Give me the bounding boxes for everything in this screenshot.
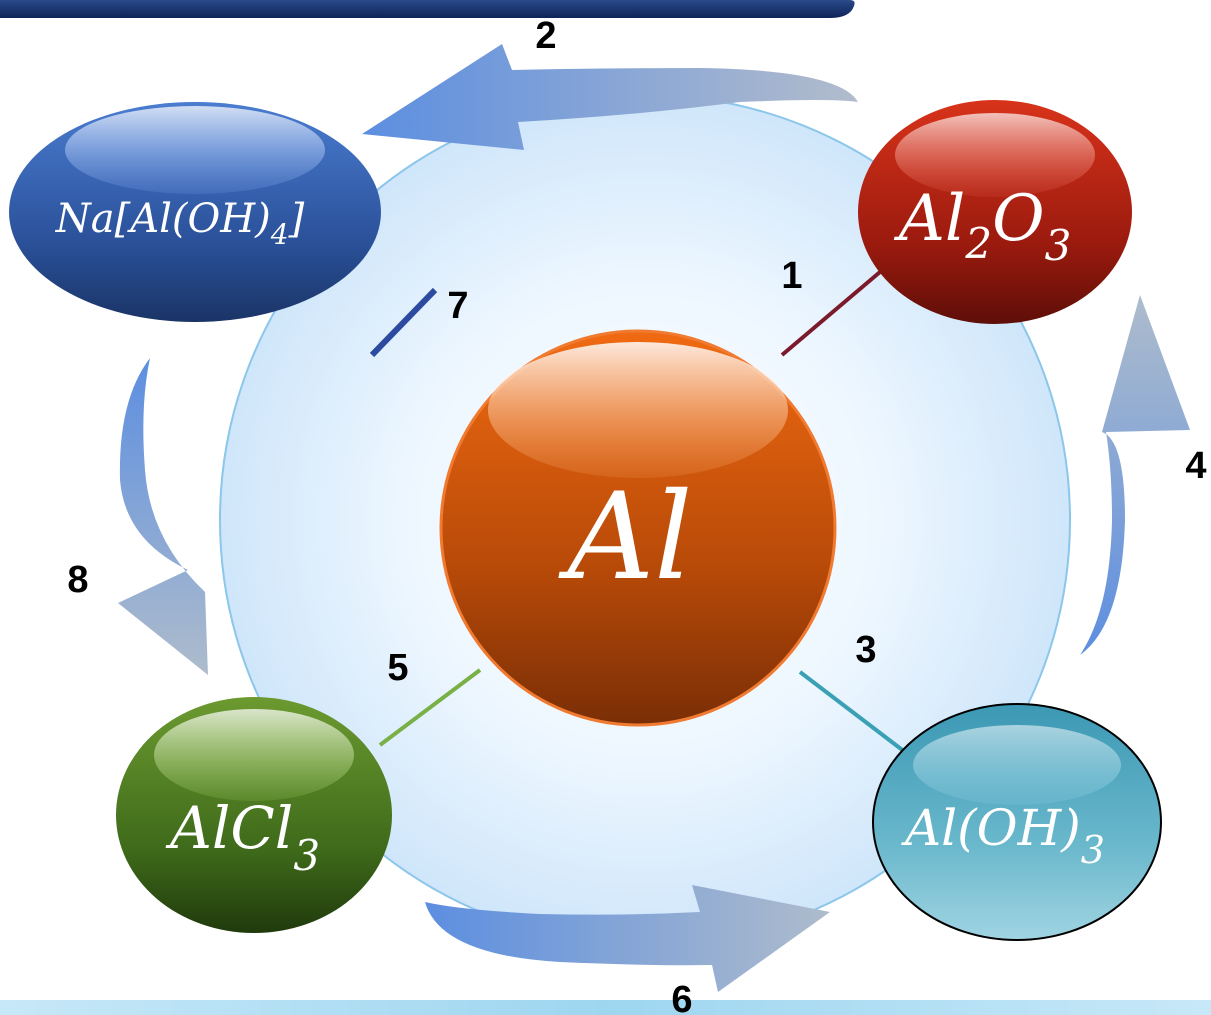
node-naaloh4-label: Na[Al(OH) (55, 196, 271, 242)
reaction-label-1: 1 (781, 255, 802, 297)
node-al2o3: Al2O3 (858, 100, 1132, 324)
node-aloh3: Al(OH)3 (872, 703, 1162, 941)
node-al2o3-sub2: 3 (1045, 221, 1072, 270)
connector-1 (780, 270, 882, 357)
node-aloh3-sub: 3 (1081, 828, 1105, 872)
connector-5 (378, 668, 482, 747)
svg-text:Al2O3: Al2O3 (894, 182, 1072, 270)
node-al-label: Al (557, 468, 692, 607)
connector-7 (369, 287, 438, 358)
arrow-6 (425, 885, 830, 992)
node-naaloh4: Na[Al(OH)4] (9, 102, 381, 322)
node-naaloh4-sub: 4 (270, 218, 289, 251)
footer-bar (0, 1000, 1211, 1015)
svg-text:AlCl3: AlCl3 (165, 794, 320, 880)
node-aloh3-label: Al(OH) (901, 799, 1081, 857)
node-al: Al (439, 329, 837, 727)
reaction-label-2: 2 (535, 15, 556, 57)
reaction-label-7: 7 (447, 285, 468, 327)
reaction-label-8: 8 (67, 559, 88, 601)
node-al2o3-label: Al (894, 182, 966, 256)
node-naaloh4-tail: ] (288, 196, 305, 242)
node-alcl3-label: AlCl (165, 794, 293, 862)
node-al2o3-mid: O (992, 182, 1044, 256)
arrow-8 (118, 358, 208, 675)
reaction-label-4: 4 (1185, 445, 1206, 487)
header-bar (0, 0, 855, 18)
svg-text:Al(OH)3: Al(OH)3 (901, 799, 1105, 872)
connector-3 (798, 670, 907, 754)
node-al2o3-sub1: 2 (964, 219, 992, 268)
reaction-label-3: 3 (855, 629, 876, 671)
reaction-label-5: 5 (387, 647, 408, 689)
node-alcl3-sub: 3 (293, 831, 320, 880)
svg-text:Na[Al(OH)4]: Na[Al(OH)4] (55, 196, 305, 251)
arrow-2 (362, 44, 858, 150)
node-alcl3: AlCl3 (116, 697, 392, 933)
reaction-label-6: 6 (671, 979, 692, 1015)
arrow-4 (1080, 295, 1190, 655)
